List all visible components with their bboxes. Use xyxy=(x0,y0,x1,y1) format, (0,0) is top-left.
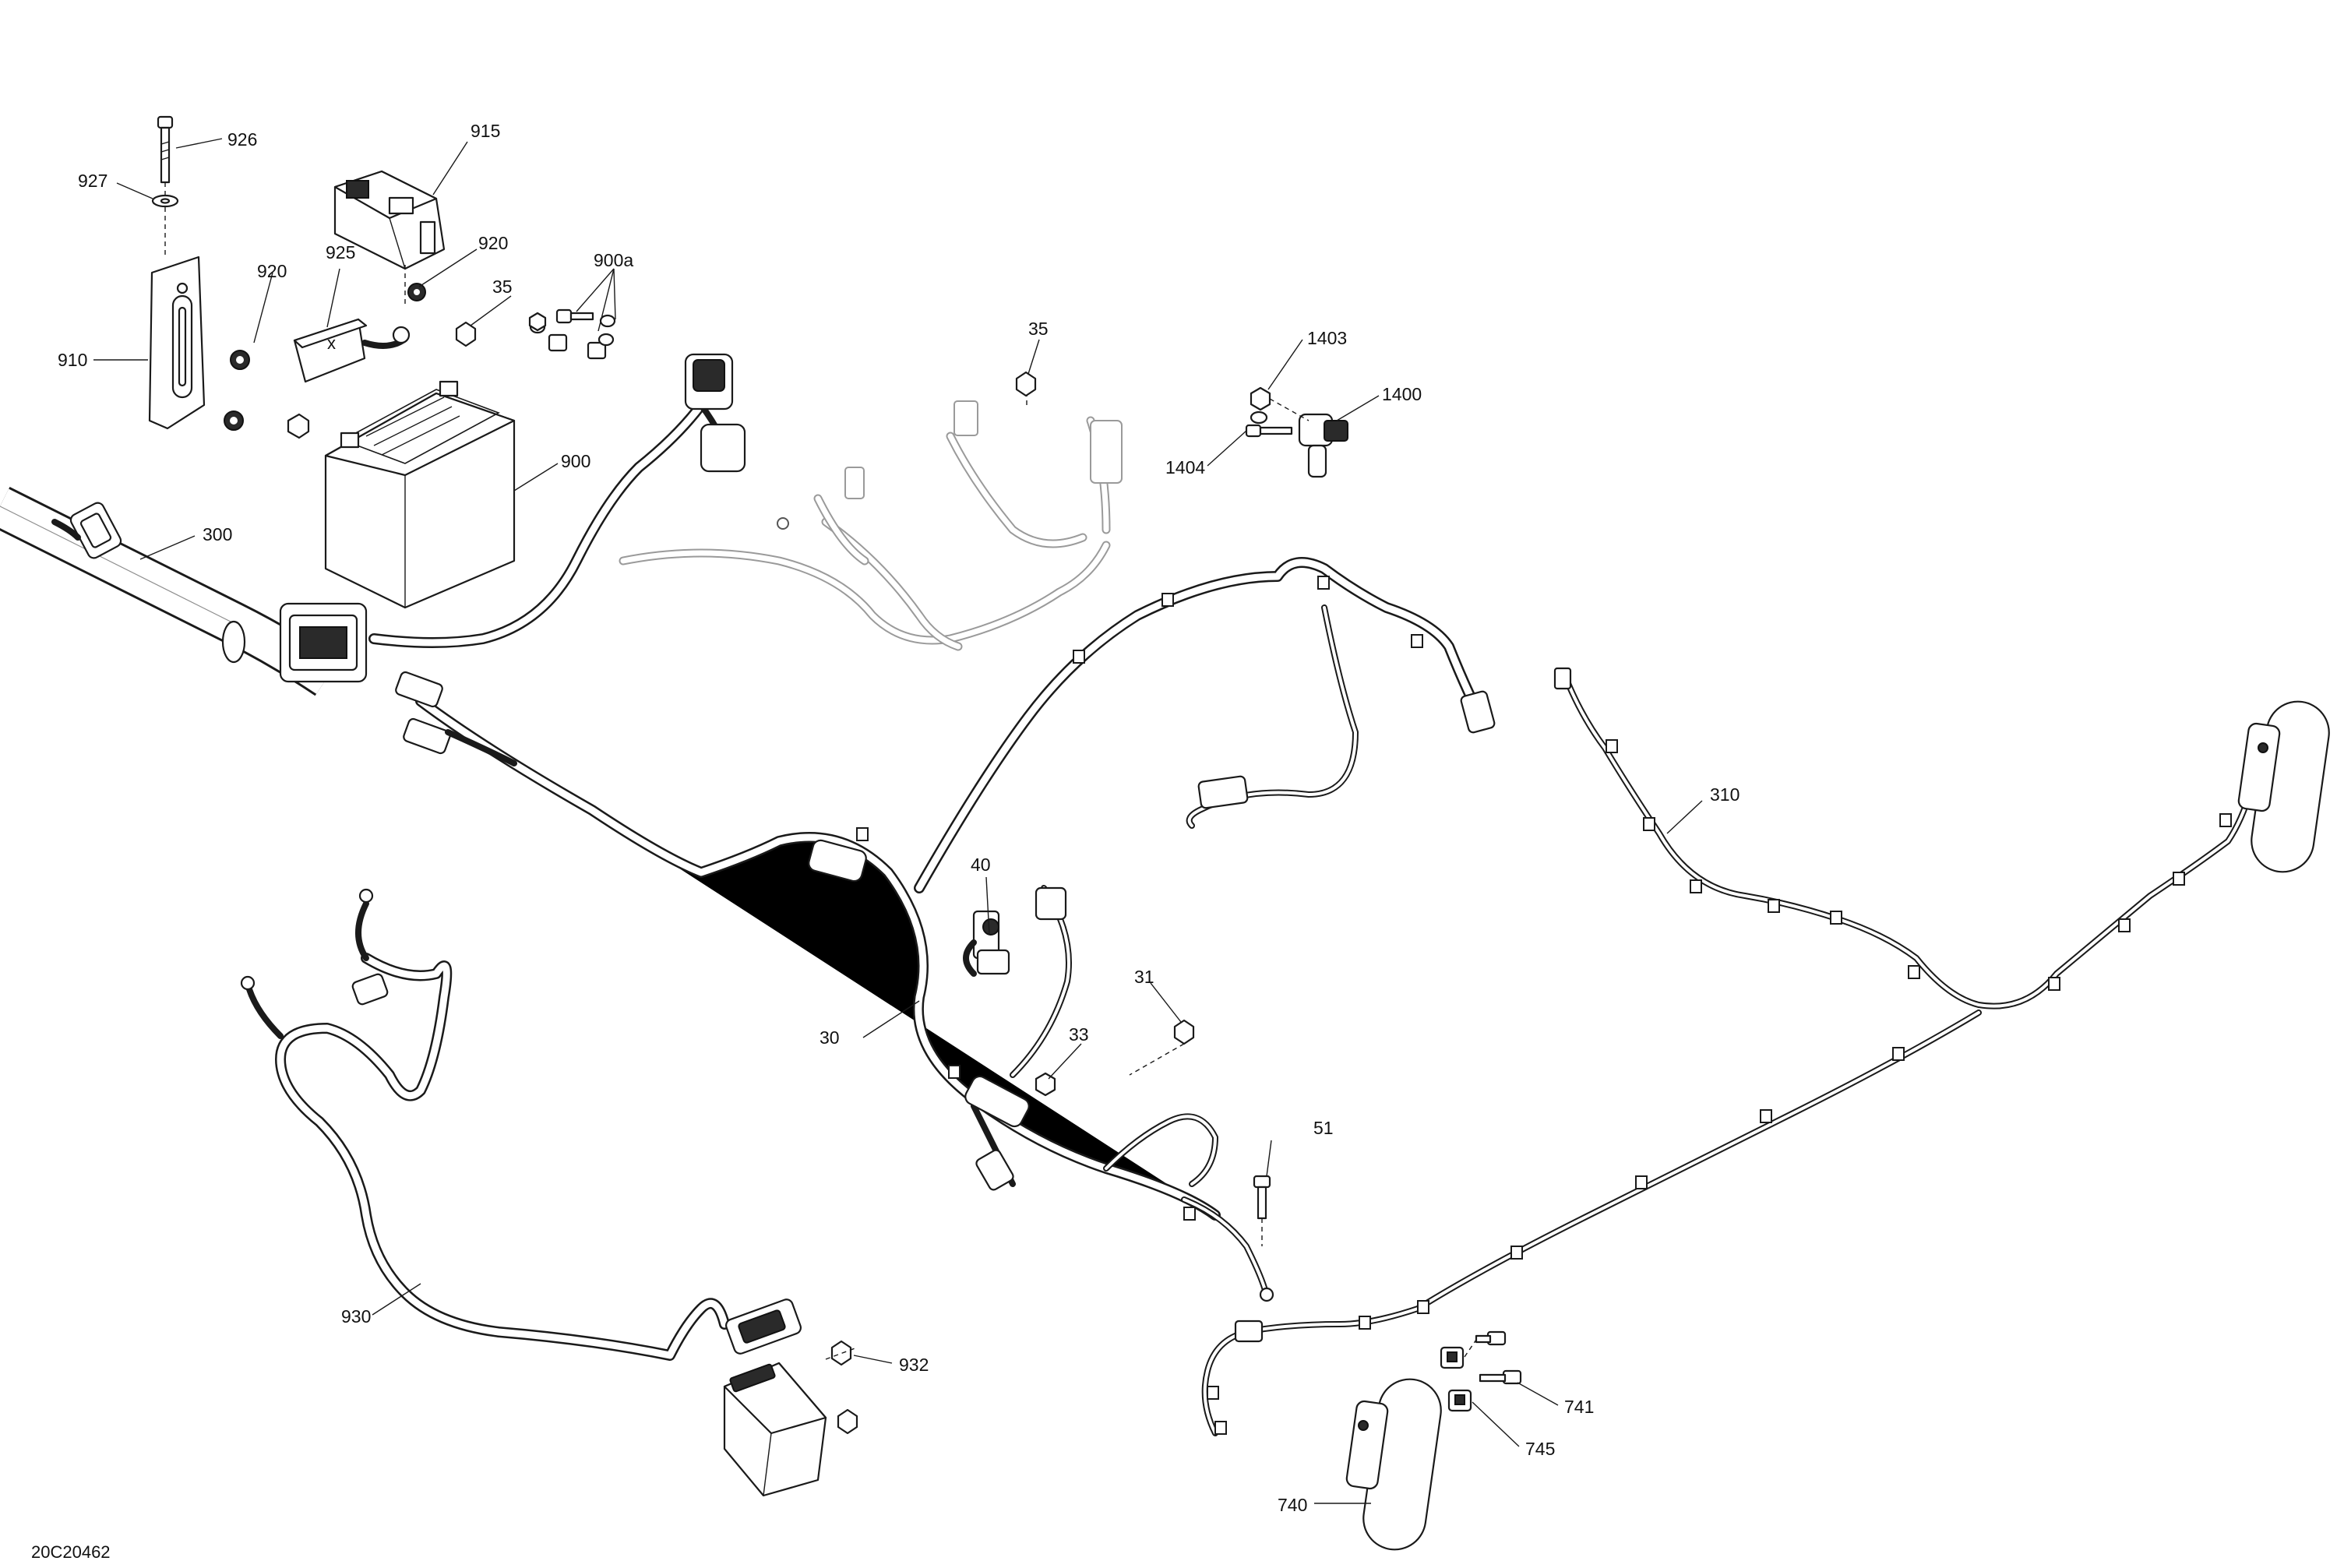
bracket-910 xyxy=(148,255,206,430)
harness-930 xyxy=(240,888,858,1497)
battery xyxy=(324,380,516,609)
callout-300: 300 xyxy=(203,524,232,544)
callout-310: 310 xyxy=(1710,784,1740,805)
callout-741: 741 xyxy=(1564,1397,1594,1417)
callout-1404: 1404 xyxy=(1165,457,1205,477)
svg-text:x: x xyxy=(327,333,336,353)
relay-40 xyxy=(963,910,1010,977)
callout-1403: 1403 xyxy=(1307,328,1347,348)
callout-915: 915 xyxy=(471,121,500,141)
bracket-745 xyxy=(1440,1330,1522,1412)
hardware-900a xyxy=(528,308,616,360)
battery-harness xyxy=(279,353,746,683)
callout-745: 745 xyxy=(1525,1439,1555,1459)
callout-925: 925 xyxy=(326,242,355,263)
callout-30: 30 xyxy=(820,1027,840,1048)
fuse-box-915 xyxy=(333,170,446,304)
callout-927: 927 xyxy=(78,171,108,191)
sensor-1400 xyxy=(1245,386,1348,478)
nuts xyxy=(224,283,477,439)
tail-light-right xyxy=(2237,700,2330,873)
callout-31: 31 xyxy=(1134,967,1154,987)
callout-740: 740 xyxy=(1278,1495,1307,1515)
callout-33: 33 xyxy=(1069,1024,1089,1045)
callout-910: 910 xyxy=(58,350,87,370)
battery-cover: x xyxy=(293,318,411,383)
callout-932: 932 xyxy=(899,1355,929,1375)
fasteners xyxy=(1015,371,1271,1246)
reference-code: 20C20462 xyxy=(31,1542,111,1562)
callout-920-right: 920 xyxy=(478,233,508,253)
bolt-926 xyxy=(151,115,179,257)
tail-light-740 xyxy=(1345,1378,1442,1551)
callout-926: 926 xyxy=(227,129,257,150)
harness-310 xyxy=(1201,667,2254,1436)
frame-reference xyxy=(619,377,1123,651)
callout-930: 930 xyxy=(341,1306,371,1327)
callout-920-left: 920 xyxy=(257,261,287,281)
callout-1400: 1400 xyxy=(1382,384,1422,404)
leader-lines xyxy=(93,138,1703,1504)
callout-35-frame: 35 xyxy=(1028,319,1049,339)
callout-35-upper: 35 xyxy=(492,277,513,297)
callout-40: 40 xyxy=(971,854,991,875)
callout-51: 51 xyxy=(1313,1118,1334,1138)
callout-labels: 926 927 915 920 920 925 35 900a 910 900 … xyxy=(31,121,1740,1562)
callout-900: 900 xyxy=(561,451,590,471)
callout-900a: 900a xyxy=(594,250,633,270)
harness-300 xyxy=(0,486,340,696)
harness-30 xyxy=(395,557,1496,1302)
